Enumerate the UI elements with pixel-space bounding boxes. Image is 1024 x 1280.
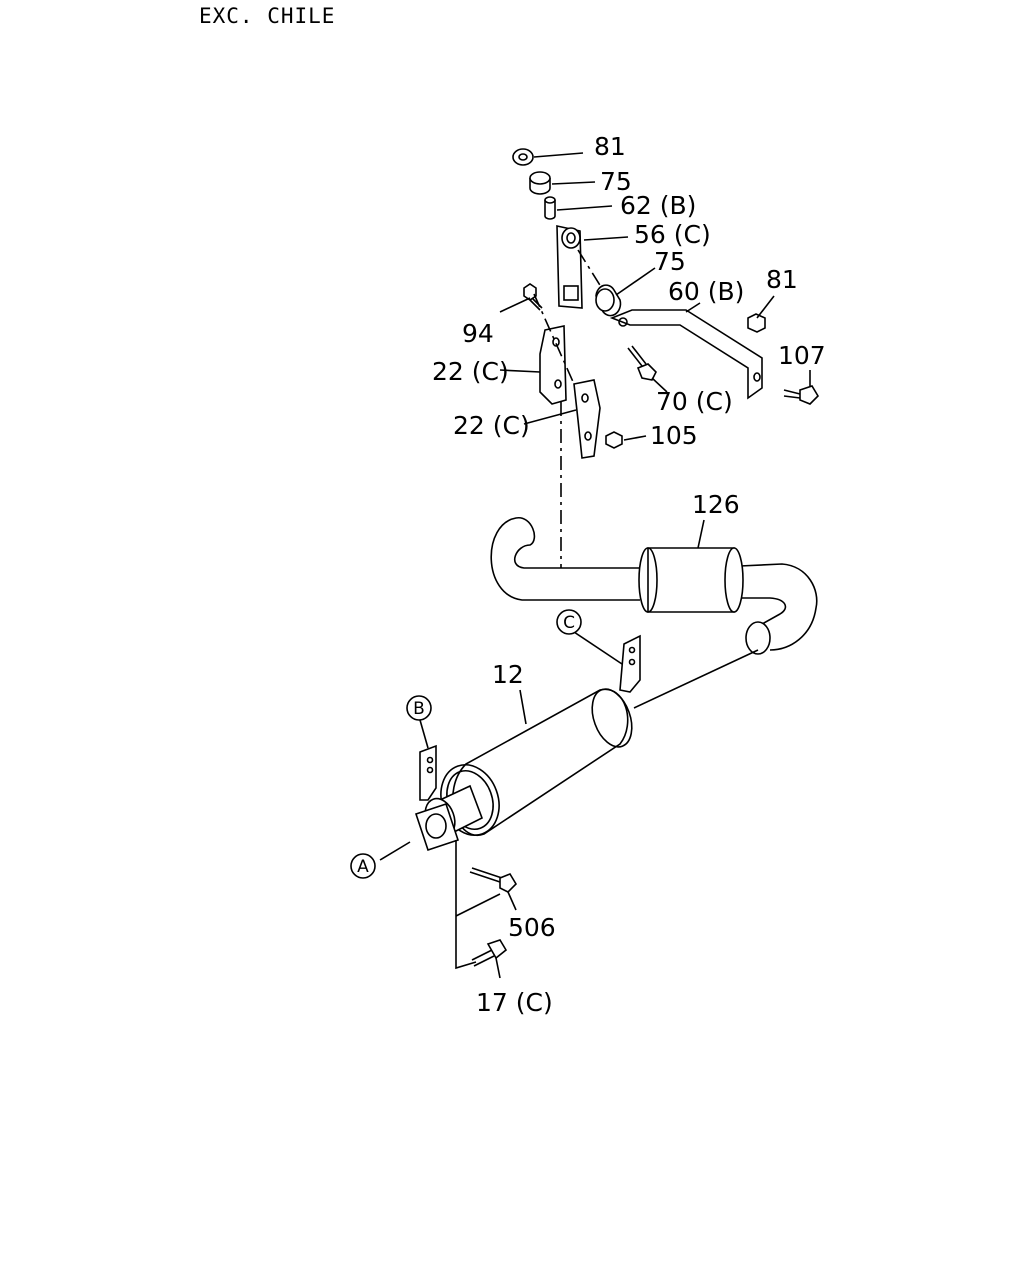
nut-105 bbox=[605, 431, 623, 449]
label-22c-lower: 22 (C) bbox=[453, 411, 530, 440]
label-81-right: 81 bbox=[766, 265, 798, 294]
bracket-b bbox=[419, 744, 437, 801]
bolt-17c bbox=[471, 939, 508, 967]
label-70c: 70 (C) bbox=[656, 387, 733, 416]
rubber-mount-75-top bbox=[529, 171, 551, 195]
svg-text:C: C bbox=[563, 613, 575, 633]
bolt-94 bbox=[523, 283, 543, 311]
label-75-top: 75 bbox=[600, 167, 632, 196]
label-22c-upper: 22 (C) bbox=[432, 357, 509, 386]
bolt-bracket-lines bbox=[455, 840, 501, 970]
bolt-506 bbox=[469, 867, 518, 893]
callout-b: B bbox=[406, 695, 432, 721]
label-105: 105 bbox=[650, 421, 698, 450]
label-94: 94 bbox=[462, 319, 494, 348]
callout-c: C bbox=[556, 609, 582, 635]
header-note: EXC. CHILE bbox=[199, 4, 336, 28]
label-506: 506 bbox=[508, 913, 556, 942]
label-62b: 62 (B) bbox=[620, 191, 696, 220]
svg-text:B: B bbox=[413, 699, 425, 719]
label-126: 126 bbox=[692, 490, 740, 519]
muffler-flange bbox=[414, 802, 460, 852]
bracket-56c bbox=[556, 225, 583, 309]
nut-81-top bbox=[512, 148, 534, 166]
bracket-c bbox=[619, 634, 641, 693]
label-81-top: 81 bbox=[594, 132, 626, 161]
label-107: 107 bbox=[778, 341, 826, 370]
nut-81-right bbox=[747, 313, 766, 333]
bracket-22c-upper bbox=[539, 325, 567, 405]
bracket-60b bbox=[609, 309, 763, 400]
label-12: 12 bbox=[492, 660, 524, 689]
bolt-70c bbox=[627, 345, 657, 381]
rubber-mount-75-side bbox=[595, 284, 622, 317]
collar-62b bbox=[544, 196, 556, 220]
label-17c: 17 (C) bbox=[476, 988, 553, 1017]
tail-pipe-126 bbox=[490, 517, 818, 709]
svg-text:A: A bbox=[357, 857, 369, 877]
muffler-12 bbox=[424, 688, 633, 839]
bolt-107 bbox=[783, 385, 820, 405]
callout-a: A bbox=[350, 853, 376, 879]
label-75-side: 75 bbox=[654, 247, 686, 276]
bracket-22c-lower bbox=[573, 379, 601, 459]
label-60b: 60 (B) bbox=[668, 277, 744, 306]
label-56c: 56 (C) bbox=[634, 220, 711, 249]
